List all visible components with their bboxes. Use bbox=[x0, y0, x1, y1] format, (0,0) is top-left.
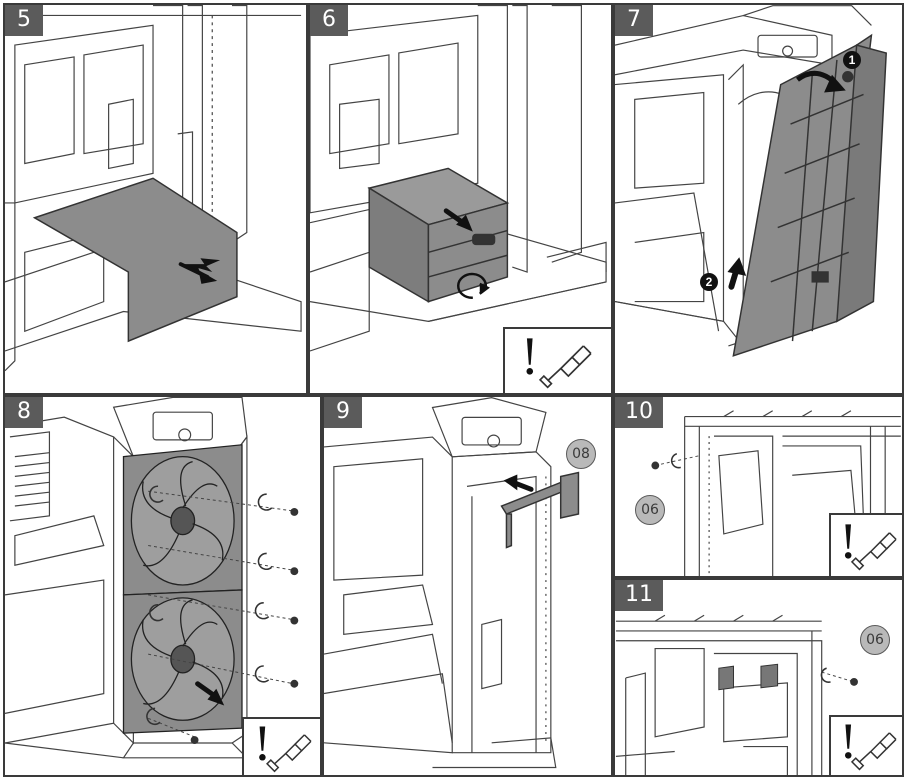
sequence-marker-2: 2 bbox=[700, 273, 718, 291]
exclamation-and-screwdriver-icon bbox=[831, 515, 902, 576]
part-callout-06: 06 bbox=[860, 625, 890, 655]
tool-notice-box bbox=[503, 327, 613, 395]
exclamation-and-screwdriver-icon bbox=[831, 717, 902, 775]
step-10-panel: 10 06 bbox=[613, 395, 904, 578]
screw-icon bbox=[651, 462, 659, 470]
part-callout-06: 06 bbox=[635, 495, 665, 525]
step-5-label: 5 bbox=[5, 5, 43, 36]
step-7-label: 7 bbox=[615, 5, 653, 36]
circular-arrow-icon bbox=[821, 668, 830, 682]
tool-notice-box bbox=[242, 717, 322, 777]
step-5-panel: 5 bbox=[3, 3, 308, 395]
step-8-label: 8 bbox=[5, 397, 43, 428]
screw-icon bbox=[850, 678, 858, 686]
step-10-label: 10 bbox=[615, 397, 663, 428]
step-5-illustration bbox=[5, 5, 306, 393]
step-6-panel: 6 bbox=[308, 3, 613, 395]
drive-cage bbox=[369, 168, 507, 301]
part-callout-08: 08 bbox=[566, 439, 596, 469]
tool-notice-box bbox=[829, 715, 904, 777]
step-6-label: 6 bbox=[310, 5, 348, 36]
step-8-panel: 8 bbox=[3, 395, 322, 777]
exclamation-and-screwdriver-icon bbox=[505, 329, 611, 393]
circular-arrow-icon bbox=[672, 454, 681, 468]
step-9-panel: 9 08 bbox=[322, 395, 613, 777]
exclamation-and-screwdriver-icon bbox=[244, 719, 320, 775]
sequence-marker-1: 1 bbox=[843, 51, 861, 69]
fan-top bbox=[123, 445, 241, 595]
step-9-label: 9 bbox=[324, 397, 362, 428]
front-panel bbox=[733, 35, 886, 356]
fan-bottom bbox=[123, 590, 241, 733]
step-7-panel: 7 bbox=[613, 3, 904, 395]
step-11-label: 11 bbox=[615, 580, 663, 611]
step-11-panel: 11 06 bbox=[613, 578, 904, 777]
bold-arrow-icon bbox=[503, 475, 531, 491]
tool-notice-box bbox=[829, 513, 904, 578]
